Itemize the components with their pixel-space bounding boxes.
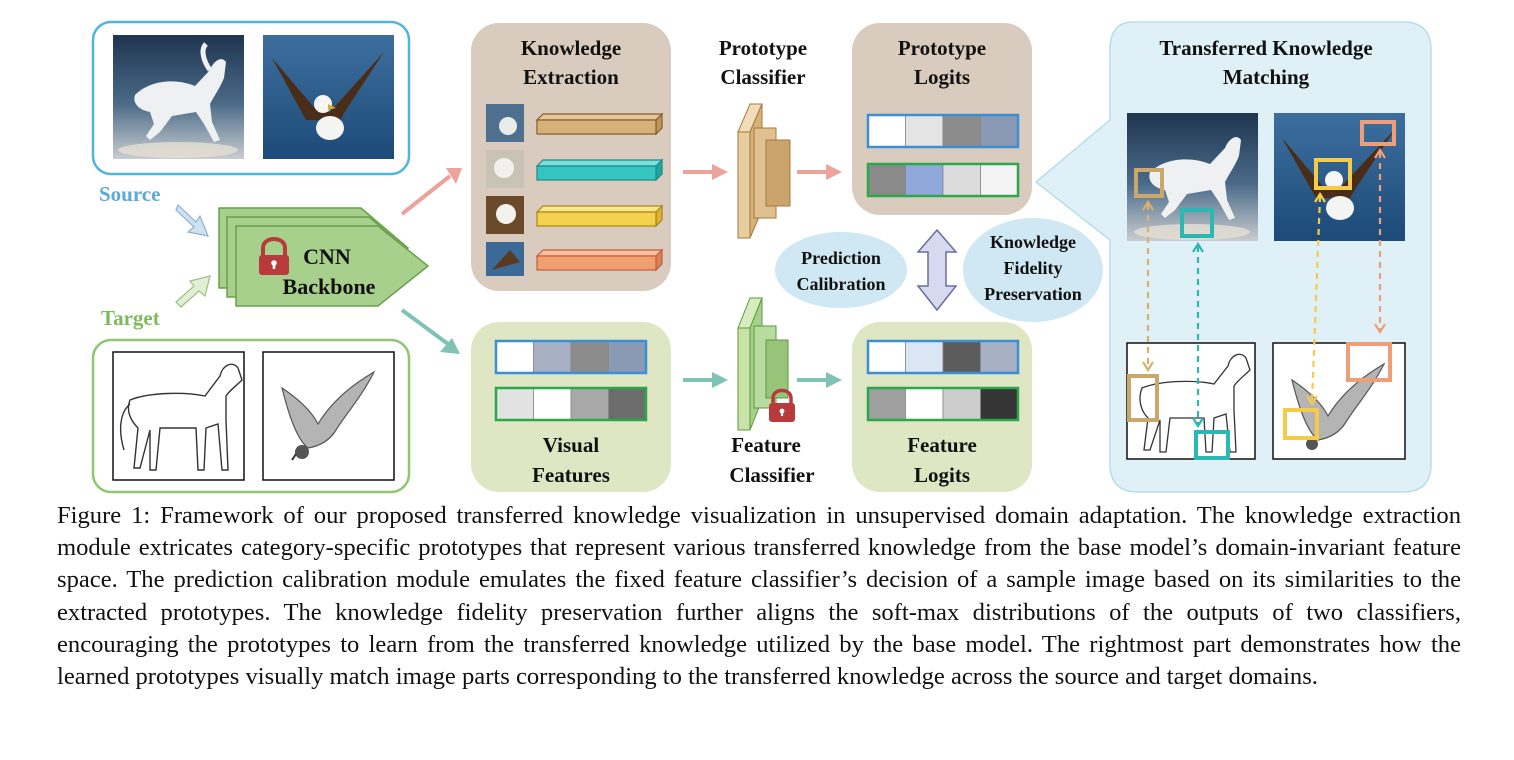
- prototype-classifier-title-1: Prototype: [719, 36, 807, 60]
- logit-cell: [980, 387, 1019, 421]
- logit-cell: [905, 163, 944, 197]
- logit-row-outline: [494, 339, 648, 375]
- logit-row-outline: [494, 386, 648, 422]
- arrow-to-extraction-head: [446, 168, 462, 184]
- feature-logits-title-2: Logits: [914, 463, 970, 487]
- double-arrow: [916, 228, 958, 312]
- knowledge-extraction-title-2: Extraction: [523, 65, 619, 89]
- prediction-calibration-line1: Prediction: [801, 248, 881, 268]
- arrow-features-to-classifier-head: [712, 372, 728, 388]
- logit-cell: [867, 163, 906, 197]
- logit-cell: [942, 114, 981, 148]
- feature-classifier-title-2: Classifier: [729, 463, 814, 487]
- logit-cell: [867, 114, 906, 148]
- arrow-to-features: [400, 308, 450, 346]
- source-arrow: [175, 203, 209, 237]
- prototype-thumbnails: [486, 104, 524, 276]
- prediction-calibration-line2: Calibration: [796, 274, 885, 294]
- framework-diagram: Source Target CNN Backbone Knowledge Ext: [91, 20, 1432, 494]
- knowledge-fidelity-line1: Knowledge: [990, 232, 1076, 252]
- feature-classifier-title-1: Feature: [731, 433, 801, 457]
- knowledge-fidelity-bubble: [963, 218, 1103, 322]
- logit-cell: [570, 387, 609, 421]
- arrow-classifier-to-feature-logits-head: [826, 372, 842, 388]
- logit-row-outline: [866, 386, 1020, 422]
- transferred-matching-title-2: Matching: [1223, 65, 1310, 89]
- cnn-label-line1: CNN: [303, 244, 351, 269]
- knowledge-fidelity-line2: Fidelity: [1004, 258, 1063, 278]
- logit-cell: [533, 340, 572, 374]
- prototype-logits-title-2: Logits: [914, 65, 970, 89]
- eagle-sketch: [262, 351, 395, 481]
- horse-photo: [113, 35, 244, 159]
- logit-cell: [980, 163, 1019, 197]
- matching-dashed-links: [1146, 152, 1382, 424]
- logit-row-outline: [866, 113, 1020, 149]
- transferred-matching-title-1: Transferred Knowledge: [1159, 36, 1372, 60]
- logit-cell: [570, 340, 609, 374]
- logit-cell: [495, 340, 534, 374]
- matching-eagle-photo: [1274, 113, 1405, 241]
- figure-caption: Figure 1: Framework of our proposed tran…: [57, 502, 1461, 691]
- logit-cell: [608, 387, 647, 421]
- visual-features-row-2: [494, 386, 648, 422]
- logit-cell: [942, 163, 981, 197]
- arrow-extraction-to-classifier-head: [712, 164, 728, 180]
- logit-cell: [533, 387, 572, 421]
- logit-cell: [905, 340, 944, 374]
- lock-icon: [259, 237, 289, 275]
- matching-highlight-boxes: [1127, 120, 1396, 460]
- feature-logits-row-1: [866, 339, 1020, 375]
- logit-cell: [905, 387, 944, 421]
- prediction-calibration-bubble: [775, 232, 907, 308]
- logit-cell: [942, 340, 981, 374]
- logit-row-outline: [866, 339, 1020, 375]
- arrow-to-features-head: [440, 338, 460, 354]
- feature-logits-row-2: [866, 386, 1020, 422]
- logit-cell: [608, 340, 647, 374]
- target-arrow: [175, 275, 211, 308]
- knowledge-extraction-title-1: Knowledge: [521, 36, 621, 60]
- cnn-label-line2: Backbone: [283, 274, 376, 299]
- visual-features-title-2: Features: [532, 463, 610, 487]
- cnn-backbone: CNN Backbone: [218, 207, 430, 307]
- prototype-logits-row-1: [866, 113, 1020, 149]
- logit-cell: [905, 114, 944, 148]
- matching-eagle-sketch: [1272, 342, 1406, 460]
- logit-cell: [495, 387, 534, 421]
- arrow-classifier-to-logits-head: [826, 164, 842, 180]
- arrow-to-extraction: [400, 174, 452, 216]
- prototype-logits-row-2: [866, 162, 1020, 198]
- eagle-photo: [263, 35, 394, 159]
- matching-arrowheads: [1142, 147, 1386, 429]
- matching-horse-sketch: [1126, 342, 1256, 460]
- target-label: Target: [101, 306, 160, 330]
- horse-sketch: [112, 351, 245, 481]
- lock-icon: [769, 388, 795, 422]
- logit-row-outline: [866, 162, 1020, 198]
- logit-cell: [942, 387, 981, 421]
- prototype-classifier-block: [737, 103, 791, 239]
- matching-horse-photo: [1127, 113, 1258, 241]
- logit-cell: [980, 114, 1019, 148]
- logit-cell: [867, 340, 906, 374]
- prototype-classifier-title-2: Classifier: [720, 65, 805, 89]
- feature-logits-title-1: Feature: [907, 433, 977, 457]
- source-label: Source: [99, 182, 160, 206]
- knowledge-fidelity-line3: Preservation: [984, 284, 1082, 304]
- visual-features-row-1: [494, 339, 648, 375]
- logit-cell: [980, 340, 1019, 374]
- logit-cell: [867, 387, 906, 421]
- prototype-bars: [535, 112, 664, 272]
- visual-features-title-1: Visual: [543, 433, 600, 457]
- feature-classifier-block: [737, 297, 789, 431]
- prototype-logits-title-1: Prototype: [898, 36, 986, 60]
